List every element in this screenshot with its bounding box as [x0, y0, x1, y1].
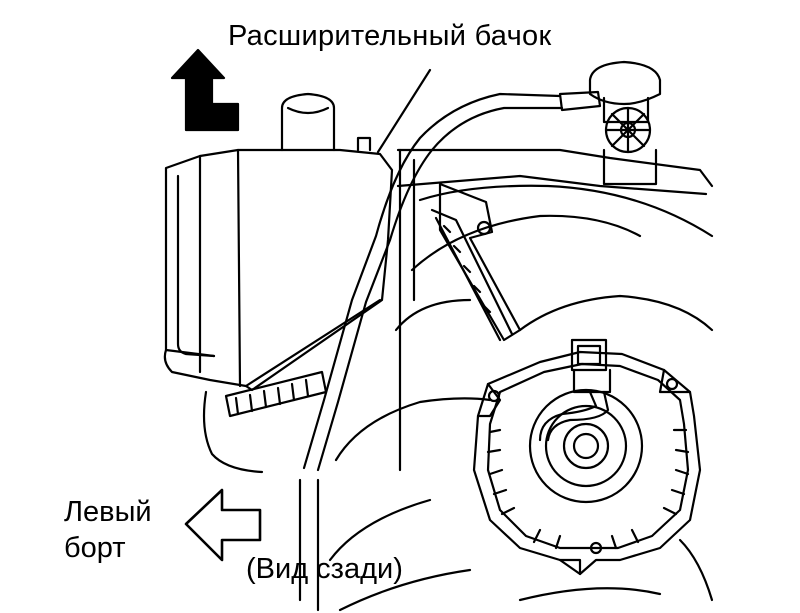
left-side-label-line2: борт [64, 532, 126, 564]
left-side-label-line1: Левый [64, 496, 152, 528]
overflow-hose [304, 94, 562, 470]
fan-shroud [300, 150, 712, 610]
view-label: (Вид сзади) [246, 553, 403, 585]
support-bracket [432, 184, 520, 340]
fan-motor [474, 340, 700, 574]
arrow-up-icon [172, 50, 238, 130]
radiator-cap [560, 62, 660, 184]
leader-line [378, 70, 430, 152]
expansion-tank-label: Расширительный бачок [228, 20, 552, 52]
arrow-left-icon [186, 490, 260, 560]
